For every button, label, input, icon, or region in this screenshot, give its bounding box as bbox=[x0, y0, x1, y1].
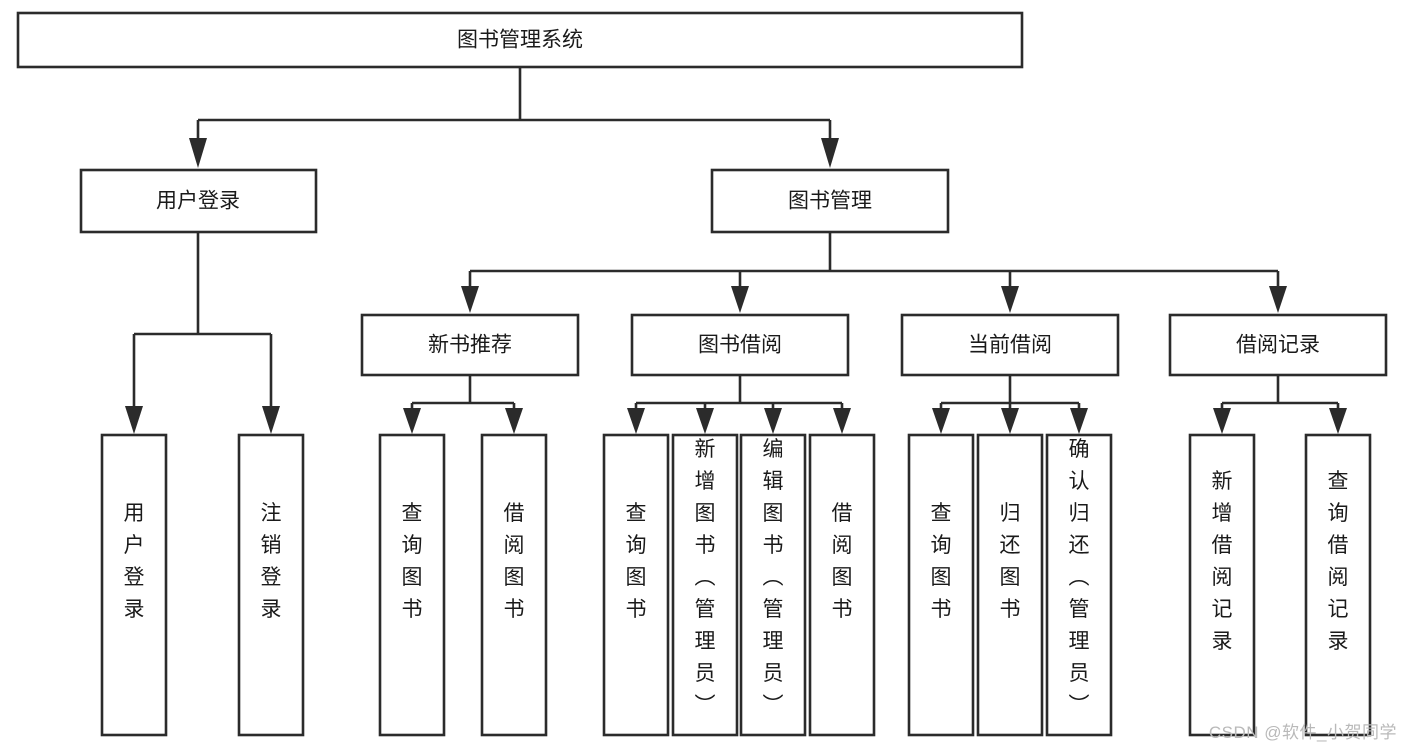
node-leaf-edit-book-admin-box[interactable] bbox=[739, 433, 807, 737]
node-leaf-query-borrow-record[interactable]: 查询借阅记录 bbox=[1304, 433, 1372, 737]
node-new-book-recommend-box[interactable] bbox=[360, 313, 580, 377]
arrow-head-borrow-record bbox=[1269, 286, 1287, 313]
connector-group-user-login bbox=[125, 232, 280, 434]
node-leaf-user-login-box[interactable] bbox=[100, 433, 168, 737]
node-leaf-borrow-book-2[interactable]: 借阅图书 bbox=[808, 433, 876, 737]
node-leaf-add-borrow-record[interactable]: 新增借阅记录 bbox=[1188, 433, 1256, 737]
node-leaf-borrow-book-1[interactable]: 借阅图书 bbox=[480, 433, 548, 737]
node-book-borrow[interactable]: 图书借阅 bbox=[630, 313, 850, 377]
node-user-login[interactable]: 用户登录 bbox=[79, 168, 318, 234]
node-leaf-add-borrow-record-label: 新增借阅记录 bbox=[1212, 470, 1233, 653]
node-new-book-recommend-label: 新书推荐 bbox=[428, 334, 512, 357]
node-user-login-label: 用户登录 bbox=[156, 190, 240, 213]
node-book-borrow-box[interactable] bbox=[630, 313, 850, 377]
node-leaf-confirm-return-admin-label: 确认归还︵管理员︶ bbox=[1069, 438, 1090, 717]
arrow-head-leaf-edit-book-admin bbox=[764, 408, 782, 434]
arrow-head-book-management bbox=[821, 138, 839, 168]
arrow-head-leaf-query-book-2 bbox=[627, 408, 645, 434]
node-leaf-query-book-1-box[interactable] bbox=[378, 433, 446, 737]
node-leaf-add-book-admin-label: 新增图书︵管理员︶ bbox=[695, 438, 716, 717]
node-leaf-query-book-2-label: 查询图书 bbox=[626, 502, 647, 621]
arrow-head-leaf-borrow-book-2 bbox=[833, 408, 851, 434]
node-book-management-label: 图书管理 bbox=[788, 190, 872, 213]
arrow-head-leaf-user-login bbox=[125, 406, 143, 434]
node-leaf-borrow-book-1-box[interactable] bbox=[480, 433, 548, 737]
connector-group-book-management bbox=[461, 232, 1287, 313]
node-leaf-logout-login[interactable]: 注销登录 bbox=[237, 433, 305, 737]
arrow-head-leaf-query-book-1 bbox=[403, 408, 421, 434]
node-leaf-confirm-return-admin-box[interactable] bbox=[1045, 433, 1113, 737]
node-current-borrow[interactable]: 当前借阅 bbox=[900, 313, 1120, 377]
node-new-book-recommend[interactable]: 新书推荐 bbox=[360, 313, 580, 377]
node-borrow-record-box[interactable] bbox=[1168, 313, 1388, 377]
node-current-borrow-box[interactable] bbox=[900, 313, 1120, 377]
node-leaf-query-borrow-record-box[interactable] bbox=[1304, 433, 1372, 737]
node-leaf-return-book-box[interactable] bbox=[976, 433, 1044, 737]
node-leaf-borrow-book-2-box[interactable] bbox=[808, 433, 876, 737]
arrow-head-leaf-logout-login bbox=[262, 406, 280, 434]
connector-group-borrow-record bbox=[1213, 375, 1347, 434]
connector-group-new-book-recommend bbox=[403, 375, 523, 434]
node-root-box[interactable] bbox=[16, 11, 1024, 69]
node-leaf-query-book-3[interactable]: 查询图书 bbox=[907, 433, 975, 737]
node-leaf-borrow-book-1-label: 借阅图书 bbox=[504, 502, 525, 621]
arrow-head-new-book-recommend bbox=[461, 286, 479, 313]
node-leaf-confirm-return-admin[interactable]: 确认归还︵管理员︶ bbox=[1045, 433, 1113, 737]
arrow-head-leaf-query-book-3 bbox=[932, 408, 950, 434]
node-leaf-return-book-label: 归还图书 bbox=[1000, 502, 1021, 621]
arrow-head-leaf-borrow-book-1 bbox=[505, 408, 523, 434]
arrow-head-leaf-add-borrow-record bbox=[1213, 408, 1231, 434]
node-leaf-user-login-label: 用户登录 bbox=[124, 502, 145, 621]
node-book-borrow-label: 图书借阅 bbox=[698, 334, 782, 357]
node-leaf-query-book-1[interactable]: 查询图书 bbox=[378, 433, 446, 737]
node-borrow-record[interactable]: 借阅记录 bbox=[1168, 313, 1388, 377]
node-leaf-add-book-admin[interactable]: 新增图书︵管理员︶ bbox=[671, 433, 739, 737]
node-leaf-user-login[interactable]: 用户登录 bbox=[100, 433, 168, 737]
arrow-head-current-borrow bbox=[1001, 286, 1019, 313]
arrow-head-user-login bbox=[189, 138, 207, 168]
node-book-management-box[interactable] bbox=[710, 168, 950, 234]
node-leaf-query-borrow-record-label: 查询借阅记录 bbox=[1328, 470, 1349, 653]
node-leaf-edit-book-admin[interactable]: 编辑图书︵管理员︶ bbox=[739, 433, 807, 737]
arrow-head-leaf-add-book-admin bbox=[696, 408, 714, 434]
node-leaf-logout-login-box[interactable] bbox=[237, 433, 305, 737]
connector-group-book-borrow bbox=[627, 375, 851, 434]
arrow-head-leaf-confirm-return-admin bbox=[1070, 408, 1088, 434]
arrow-head-leaf-return-book bbox=[1001, 408, 1019, 434]
node-leaf-query-book-2-box[interactable] bbox=[602, 433, 670, 737]
node-root[interactable]: 图书管理系统 bbox=[16, 11, 1024, 69]
connector-group-root bbox=[189, 67, 839, 168]
node-leaf-edit-book-admin-label: 编辑图书︵管理员︶ bbox=[763, 438, 784, 717]
node-leaf-query-book-3-label: 查询图书 bbox=[931, 502, 952, 621]
node-leaf-logout-login-label: 注销登录 bbox=[261, 502, 282, 621]
node-leaf-query-book-3-box[interactable] bbox=[907, 433, 975, 737]
node-user-login-box[interactable] bbox=[79, 168, 318, 234]
node-leaf-add-book-admin-box[interactable] bbox=[671, 433, 739, 737]
node-leaf-return-book[interactable]: 归还图书 bbox=[976, 433, 1044, 737]
node-leaf-query-book-1-label: 查询图书 bbox=[402, 502, 423, 621]
node-current-borrow-label: 当前借阅 bbox=[968, 334, 1052, 357]
csdn-watermark: CSDN @软件_小贺同学 bbox=[1208, 723, 1397, 742]
node-root-label: 图书管理系统 bbox=[457, 29, 583, 52]
arrow-head-leaf-query-borrow-record bbox=[1329, 408, 1347, 434]
node-book-management[interactable]: 图书管理 bbox=[710, 168, 950, 234]
node-borrow-record-label: 借阅记录 bbox=[1236, 334, 1320, 357]
connector-group-current-borrow bbox=[932, 375, 1088, 434]
node-leaf-query-book-2[interactable]: 查询图书 bbox=[602, 433, 670, 737]
node-leaf-borrow-book-2-label: 借阅图书 bbox=[832, 502, 853, 621]
node-leaf-add-borrow-record-box[interactable] bbox=[1188, 433, 1256, 737]
arrow-head-book-borrow bbox=[731, 286, 749, 313]
